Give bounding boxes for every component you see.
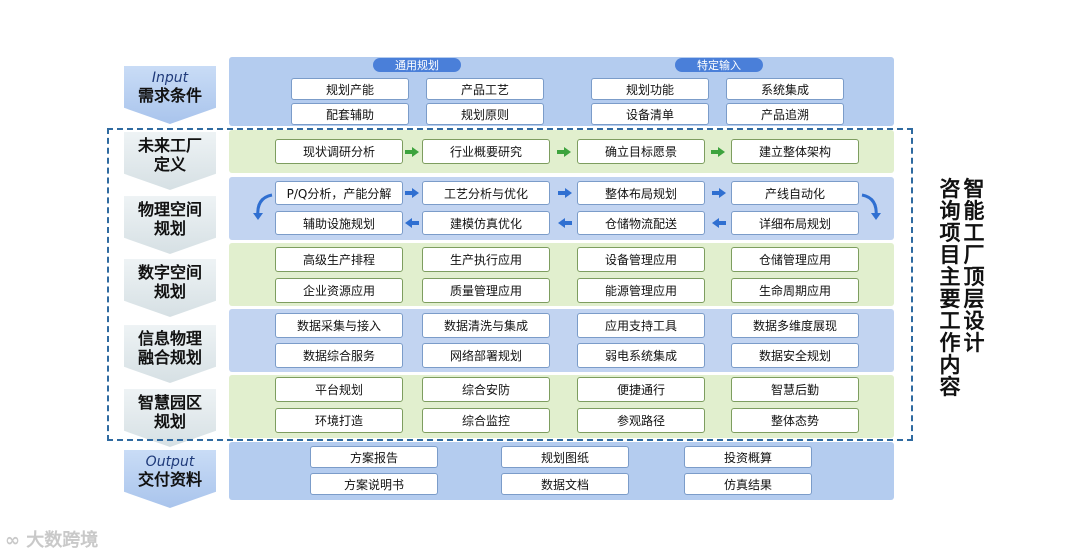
arrow-right-icon	[405, 147, 419, 157]
input-item: 系统集成	[726, 78, 844, 100]
digital-item: 企业资源应用	[275, 278, 403, 303]
input-item: 产品追溯	[726, 103, 844, 125]
physical-step: 辅助设施规划	[275, 211, 403, 235]
side-title-col1: 智能工厂顶层设计	[963, 177, 985, 355]
stage-future-line1: 未来工厂	[137, 136, 202, 155]
output-item: 方案报告	[310, 446, 438, 468]
stage-digital-line1: 数字空间	[137, 263, 202, 282]
band-separator	[229, 307, 894, 308]
stage-output-cn: 交付资料	[137, 470, 202, 489]
output-item: 仿真结果	[684, 473, 812, 495]
cps-item: 数据采集与接入	[275, 313, 403, 338]
park-item: 参观路径	[577, 408, 705, 433]
arrow-left-icon	[712, 218, 726, 228]
output-item: 方案说明书	[310, 473, 438, 495]
physical-step: 建模仿真优化	[422, 211, 550, 235]
stage-input-cn: 需求条件	[137, 86, 202, 105]
park-item: 智慧后勤	[731, 377, 859, 402]
physical-step: 详细布局规划	[731, 211, 859, 235]
input-item: 规划产能	[291, 78, 409, 100]
output-item: 投资概算	[684, 446, 812, 468]
arrow-right-icon	[558, 188, 572, 198]
input-item: 设备清单	[591, 103, 709, 125]
stage-output-en: Output	[145, 454, 195, 470]
physical-step: 仓储物流配送	[577, 211, 705, 235]
cps-item: 数据清洗与集成	[422, 313, 550, 338]
output-item: 规划图纸	[501, 446, 629, 468]
stage-park-line1: 智慧园区	[137, 393, 202, 412]
cps-item: 网络部署规划	[422, 343, 550, 368]
park-item: 整体态势	[731, 408, 859, 433]
cps-item: 弱电系统集成	[577, 343, 705, 368]
band-separator	[229, 373, 894, 374]
cps-item: 数据安全规划	[731, 343, 859, 368]
general-planning-label: 通用规划	[373, 58, 461, 72]
cps-item: 应用支持工具	[577, 313, 705, 338]
arrow-right-icon	[711, 147, 725, 157]
future-step: 确立目标愿景	[577, 139, 705, 164]
stage-cps-line1: 信息物理	[137, 329, 202, 348]
stage-physical-line2: 规划	[153, 219, 186, 238]
park-item: 平台规划	[275, 377, 403, 402]
digital-item: 高级生产排程	[275, 247, 403, 272]
side-title-col2: 咨询项目主要工作内容	[939, 177, 961, 399]
stage-cps-line2: 融合规划	[137, 348, 202, 367]
cps-item: 数据综合服务	[275, 343, 403, 368]
stage-output: Output 交付资料	[124, 450, 216, 508]
stage-input: Input 需求条件	[124, 66, 216, 124]
arrow-right-icon	[405, 188, 419, 198]
digital-item: 仓储管理应用	[731, 247, 859, 272]
arrow-left-icon	[558, 218, 572, 228]
scope-dashed-frame	[107, 128, 913, 441]
stage-physical-line1: 物理空间	[137, 200, 202, 219]
digital-item: 能源管理应用	[577, 278, 705, 303]
band-separator	[229, 241, 894, 242]
park-item: 便捷通行	[577, 377, 705, 402]
watermark-text: 大数跨境	[26, 530, 99, 551]
physical-step: P/Q分析，产能分解	[275, 181, 403, 205]
stage-park-line2: 规划	[153, 412, 186, 431]
stage-future-line2: 定义	[153, 155, 186, 174]
stage-input-en: Input	[151, 70, 189, 86]
stage-digital-line2: 规划	[153, 282, 186, 301]
arrow-left-icon	[405, 218, 419, 228]
future-step: 建立整体架构	[731, 139, 859, 164]
park-item: 环境打造	[275, 408, 403, 433]
park-item: 综合安防	[422, 377, 550, 402]
input-item: 规划功能	[591, 78, 709, 100]
park-item: 综合监控	[422, 408, 550, 433]
arrow-right-icon	[712, 188, 726, 198]
physical-step: 产线自动化	[731, 181, 859, 205]
input-item: 规划原则	[426, 103, 544, 125]
digital-item: 生产执行应用	[422, 247, 550, 272]
input-item: 产品工艺	[426, 78, 544, 100]
input-item: 配套辅助	[291, 103, 409, 125]
stage-cps: 信息物理 融合规划	[124, 325, 216, 383]
output-item: 数据文档	[501, 473, 629, 495]
digital-item: 质量管理应用	[422, 278, 550, 303]
future-step: 行业概要研究	[422, 139, 550, 164]
watermark-logo: ∞ 大数跨境	[5, 526, 98, 552]
future-step: 现状调研分析	[275, 139, 403, 164]
cps-item: 数据多维度展现	[731, 313, 859, 338]
digital-item: 生命周期应用	[731, 278, 859, 303]
specific-input-label: 特定输入	[675, 58, 763, 72]
loop-right-arrow-icon	[861, 193, 881, 220]
watermark-icon: ∞	[5, 530, 20, 551]
digital-item: 设备管理应用	[577, 247, 705, 272]
physical-step: 工艺分析与优化	[422, 181, 550, 205]
physical-step: 整体布局规划	[577, 181, 705, 205]
loop-left-arrow-icon	[253, 193, 273, 220]
arrow-right-icon	[557, 147, 571, 157]
